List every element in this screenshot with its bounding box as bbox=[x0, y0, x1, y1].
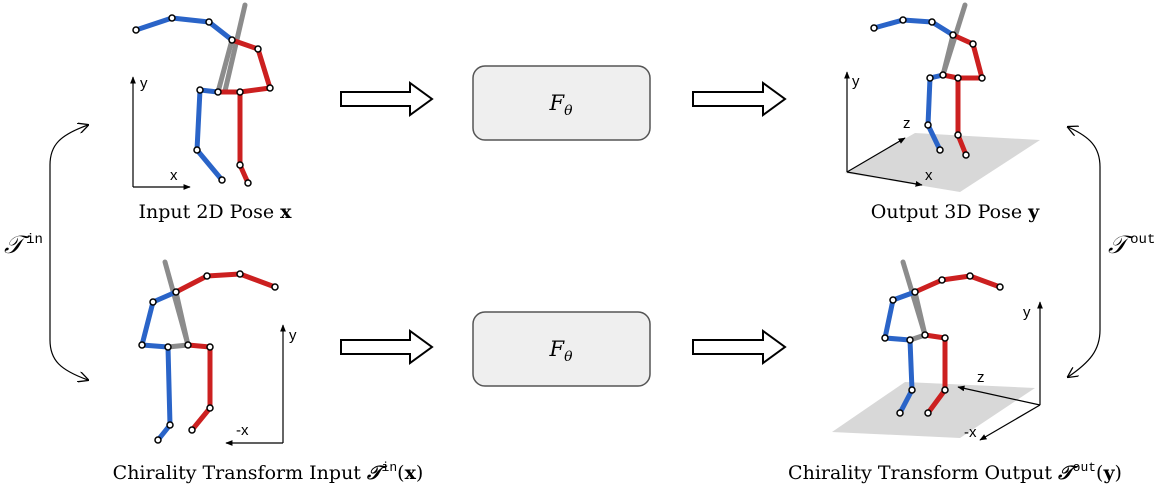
chiral-input-joints bbox=[138, 270, 279, 444]
side-arrow-right bbox=[1068, 127, 1101, 377]
arrow-model-to-output-top bbox=[692, 81, 787, 117]
chiral-output-pose: y z -x Chirality Transform Output 𝒯out(y… bbox=[788, 259, 1122, 484]
output-caption: Output 3D Pose y bbox=[871, 201, 1040, 223]
chiral-output-axis-z-label: z bbox=[977, 369, 985, 386]
output-floor bbox=[845, 133, 1040, 192]
chiral-output-axis-x-label: -x bbox=[964, 424, 977, 441]
side-arrow-left bbox=[49, 125, 88, 380]
input-skeleton bbox=[133, 2, 273, 186]
input-axis-x-label: x bbox=[170, 167, 178, 184]
flow-arrows bbox=[340, 81, 787, 365]
chiral-input-axis-x-label: -x bbox=[236, 422, 249, 439]
model-label-top: Fθ bbox=[548, 91, 573, 119]
chiral-input-pose: y -x Chirality Transform Input 𝒯in(x) bbox=[113, 259, 424, 484]
input-joints bbox=[132, 14, 274, 187]
input-caption: Input 2D Pose x bbox=[139, 201, 293, 223]
model-box-top: Fθ bbox=[472, 65, 651, 141]
output-joints bbox=[870, 16, 986, 159]
chiral-output-axis-y-label: y bbox=[1023, 304, 1031, 321]
chiral-output-floor bbox=[832, 382, 1035, 438]
chiral-input-caption: Chirality Transform Input 𝒯in(x) bbox=[113, 460, 424, 484]
chiral-input-axes bbox=[225, 324, 286, 446]
arrow-input-to-model-bottom bbox=[340, 329, 434, 365]
input-axis-y-label: y bbox=[140, 75, 148, 92]
chiral-output-joints bbox=[881, 272, 1004, 417]
chiral-output-axes bbox=[957, 301, 1043, 441]
output-3d-axes bbox=[844, 71, 923, 187]
input-2d-axes bbox=[130, 76, 191, 190]
chiral-input-skeleton bbox=[139, 259, 278, 443]
chiral-input-axis-y-label: y bbox=[289, 327, 297, 344]
output-axis-z-label: z bbox=[903, 115, 911, 132]
model-label-bottom: Fθ bbox=[548, 337, 573, 365]
arrow-input-to-model-top bbox=[340, 81, 434, 117]
arrow-model-to-output-bottom bbox=[692, 329, 787, 365]
model-box-bottom: Fθ bbox=[472, 311, 651, 387]
output-axis-y-label: y bbox=[852, 73, 860, 90]
output-axis-x-label: x bbox=[925, 167, 933, 184]
output-3d-pose: y x z Output 3D Pose y bbox=[844, 2, 1040, 223]
chiral-output-caption: Chirality Transform Output 𝒯out(y) bbox=[788, 460, 1122, 484]
input-2d-pose: y x Input 2D Pose x bbox=[130, 2, 293, 223]
